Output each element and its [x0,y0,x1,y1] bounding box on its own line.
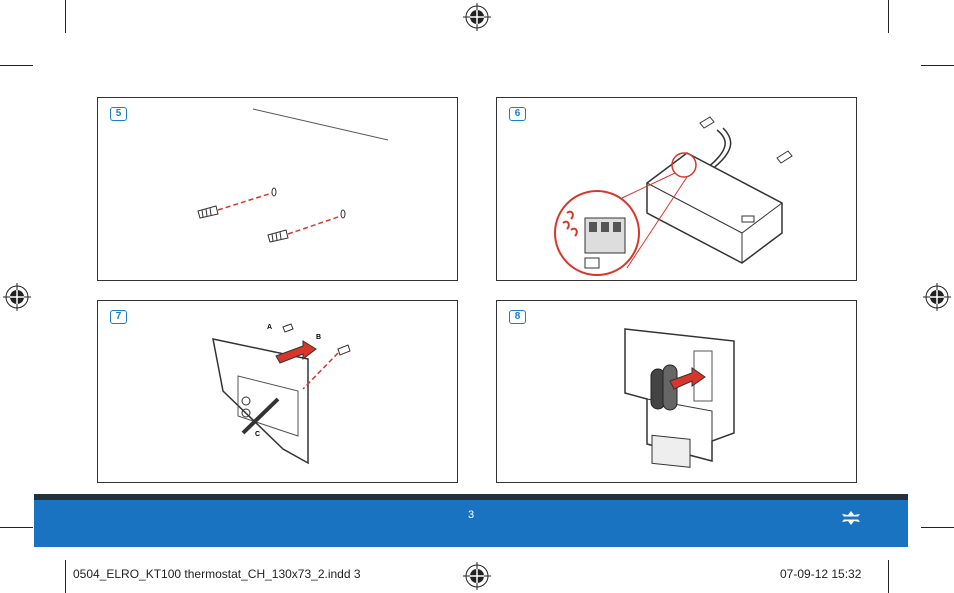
label-a: A [267,324,272,331]
wall-drilling-illustration [197,108,389,243]
slug-datetime: 07-09-12 15:32 [780,567,862,581]
page-number: 3 [467,509,475,521]
label-b: B [316,334,321,341]
registration-mark-icon [3,283,31,311]
battery-icon [650,364,678,411]
elro-logo-icon [842,511,860,525]
step-7-panel: 7 A B C [97,300,458,483]
wall-plug-icon [197,205,219,219]
screw-icon [282,323,294,333]
mounting-illustration: A B C [212,323,351,465]
wall-plug-icon [699,116,715,129]
step-number: 6 [509,107,526,121]
step-5-panel: 5 [97,97,458,281]
wall-plug-icon [267,229,289,243]
wall-plug-icon [776,150,793,164]
crop-mark [921,527,954,528]
screw-icon [241,397,280,435]
label-c: C [255,431,260,438]
registration-mark-icon [463,3,491,31]
step-6-panel: 6 [496,97,857,281]
crop-mark [888,560,889,593]
crop-mark [65,560,66,593]
terminal-block [584,217,626,269]
registration-mark-icon [923,283,951,311]
thermostat-body [212,338,309,465]
slug-filename: 0504_ELRO_KT100 thermostat_CH_130x73_2.i… [73,567,361,581]
crop-mark [888,0,889,33]
crop-mark [921,65,954,66]
step-number: 5 [110,107,127,121]
thermostat-body [624,328,735,468]
crop-mark [0,65,33,66]
step-number: 8 [509,310,526,324]
crop-mark [0,527,33,528]
thermostat-back [646,152,783,264]
step-8-panel: 8 [496,300,857,483]
registration-mark-icon [463,562,491,590]
footer-band: 3 [34,494,908,547]
screw-icon [337,344,351,356]
step-number: 7 [110,310,127,324]
battery-illustration [624,328,735,468]
crop-mark [65,0,66,33]
wiring-illustration [554,116,793,276]
